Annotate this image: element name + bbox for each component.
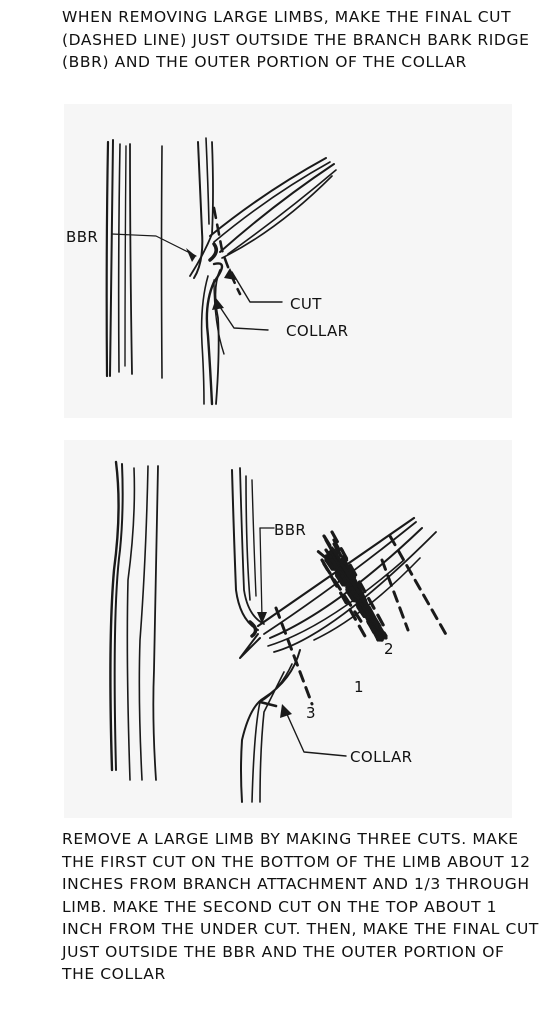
- cut-3-dashed: [274, 606, 314, 706]
- cut-leader: [231, 271, 283, 303]
- cut-1-real: [380, 558, 410, 632]
- cut-2-dashed: [388, 534, 450, 640]
- bbr-arrowhead: [257, 612, 267, 624]
- cut-dashed-line: [212, 206, 242, 296]
- stem: [231, 467, 265, 659]
- collar-leader: [285, 711, 347, 757]
- cut-1-line20: [324, 556, 382, 642]
- branch-bark-ridge: [208, 242, 218, 262]
- diagram-single-cut: BBR CUT COLLAR: [64, 104, 512, 418]
- bbr-leader: [111, 233, 197, 257]
- cut-1-extension: [312, 546, 328, 560]
- branch-bark-ridge: [248, 620, 258, 638]
- diagram-three-cuts: BBR COLLAR 1 2 3: [64, 440, 512, 818]
- collar-arrowhead: [212, 298, 224, 310]
- diagram-three-cuts-drawing: BBR COLLAR 1 2 3: [109, 460, 450, 803]
- collar-label: COLLAR: [286, 322, 348, 340]
- bottom-caption: REMOVE A LARGE LIMB BY MAKING THREE CUTS…: [62, 830, 539, 983]
- diagram-single-cut-drawing: BBR CUT COLLAR: [66, 137, 348, 406]
- bbr-label: BBR: [66, 228, 98, 246]
- collar-leader: [217, 303, 269, 331]
- left-trunk: [109, 460, 159, 781]
- top-caption: WHEN REMOVING LARGE LIMBS, MAKE THE FINA…: [62, 8, 530, 71]
- stem-and-branch: [189, 137, 337, 406]
- bbr-label: BBR: [274, 521, 306, 539]
- first-cut-line: [330, 530, 388, 632]
- bbr-leader: [259, 527, 263, 619]
- bbr-arrowhead: [186, 248, 196, 262]
- collar-arrowhead: [280, 704, 292, 718]
- first-cut-mark: [322, 562, 366, 628]
- cut-1-path: [320, 558, 368, 640]
- cut-arrowhead: [224, 268, 236, 280]
- collar-label: COLLAR: [350, 748, 412, 766]
- cut-1-label: 1: [354, 678, 364, 696]
- cut-2-label: 2: [384, 640, 394, 658]
- cut-1-main: [332, 538, 380, 626]
- cut-3-label: 3: [306, 704, 316, 722]
- left-trunk: [105, 139, 163, 379]
- cut-1-solid: [332, 548, 386, 638]
- cut-label: CUT: [290, 295, 322, 313]
- lower-stem: [240, 649, 301, 803]
